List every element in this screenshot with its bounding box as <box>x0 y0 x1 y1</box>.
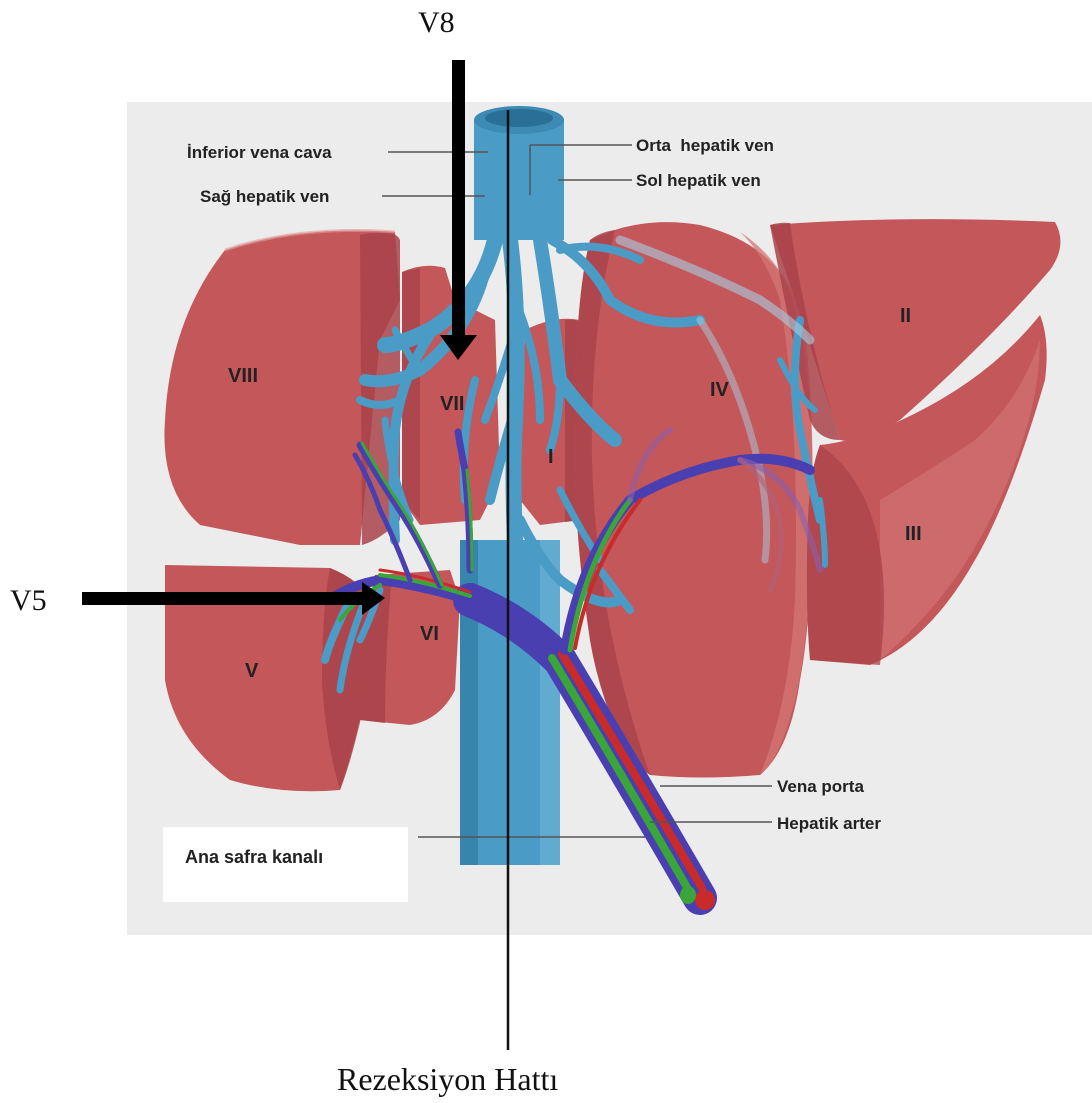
segment-label-vii: VII <box>440 393 464 415</box>
segment-label-i: I <box>548 446 554 468</box>
segment-label-v: V <box>245 660 259 682</box>
segment-label-ii: II <box>900 305 911 327</box>
ana-safra-kanali-label: Ana safra kanalı <box>185 847 323 867</box>
sag-hepatik-ven-label: Sağ hepatik ven <box>200 187 329 206</box>
segment-label-vi: VI <box>420 623 439 645</box>
inferior-vena-cava-label: İnferior vena cava <box>187 143 332 162</box>
v8-marker-label: V8 <box>418 6 455 39</box>
v5-marker-label: V5 <box>10 584 47 617</box>
hepatik-arter-label: Hepatik arter <box>777 814 881 833</box>
segment-label-iv: IV <box>710 379 730 401</box>
segment-label-viii: VIII <box>228 365 258 387</box>
sol-hepatik-ven-label: Sol hepatik ven <box>636 171 761 190</box>
rezeksiyon-hatti-label: Rezeksiyon Hattı <box>337 1061 558 1097</box>
orta-hepatik-ven-label: Orta hepatik ven <box>636 136 774 155</box>
segment-label-iii: III <box>905 523 922 545</box>
vena-porta-label: Vena porta <box>777 777 864 796</box>
